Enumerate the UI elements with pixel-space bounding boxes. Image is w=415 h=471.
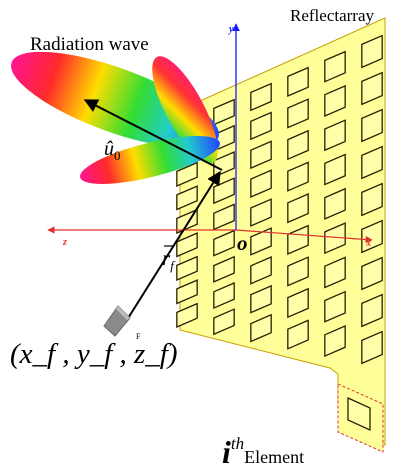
array-element — [250, 198, 272, 227]
array-element — [287, 224, 309, 255]
array-element — [287, 161, 309, 192]
array-element — [176, 161, 198, 187]
array-element — [324, 153, 346, 186]
array-element — [176, 302, 198, 328]
array-element — [213, 177, 235, 205]
lobe-main — [11, 51, 219, 149]
x-axis — [235, 229, 373, 244]
array-element — [361, 256, 383, 291]
ith-index: i — [222, 434, 231, 470]
array-element — [250, 169, 272, 199]
array-element — [361, 182, 383, 217]
vectors — [83, 99, 223, 324]
array-element — [361, 71, 383, 106]
array-element — [176, 279, 198, 305]
array-element — [176, 232, 198, 258]
array-element — [287, 287, 309, 319]
reflectarray-label: Reflectarray — [290, 6, 374, 25]
array-element — [250, 256, 272, 285]
feed-coordinates-label: (x_f , y_f , z_f) — [10, 338, 178, 370]
array-element — [287, 98, 309, 129]
r-vec-label: rf — [162, 246, 176, 273]
array-element — [213, 308, 235, 336]
array-element — [287, 66, 309, 97]
array-element — [287, 319, 309, 350]
svg-labels: y z x o û0 rf F — [62, 24, 371, 341]
reflectarray-panel — [176, 17, 386, 447]
axis-y-label: y — [228, 24, 234, 35]
array-element — [324, 119, 346, 152]
array-element — [176, 255, 198, 281]
array-element — [324, 84, 346, 117]
array-element — [287, 256, 309, 287]
array-element — [213, 203, 235, 231]
array-element — [176, 185, 198, 211]
rf-vector — [124, 170, 221, 324]
feed-label: F — [136, 332, 141, 341]
feed-horn-icon — [103, 305, 131, 337]
axis-z-label: z — [62, 237, 67, 248]
array-element — [250, 111, 272, 141]
array-element — [361, 108, 383, 143]
ith-element-highlight — [337, 383, 384, 453]
array-element — [287, 129, 309, 161]
array-element — [250, 313, 272, 343]
array-element — [213, 282, 235, 310]
array-element — [324, 222, 346, 255]
radiation-lobes — [11, 51, 220, 184]
axis-x-label: x — [365, 238, 371, 249]
ith-element-label: ithElement — [222, 434, 304, 471]
element-grid — [176, 34, 383, 365]
radiation-wave-label: Radiation wave — [30, 34, 149, 55]
axes — [47, 23, 373, 244]
feed-horn — [103, 305, 131, 337]
array-element — [250, 284, 272, 314]
u0-vector — [83, 99, 223, 171]
panel-body — [179, 17, 386, 447]
array-element — [324, 187, 346, 220]
array-element — [213, 229, 235, 257]
element-word: Element — [244, 447, 305, 467]
lobe-lower — [80, 136, 220, 184]
array-element — [287, 193, 309, 224]
array-element — [213, 98, 235, 126]
array-element — [361, 34, 383, 69]
array-element — [361, 145, 383, 180]
ith-element-patch — [347, 396, 371, 432]
array-element — [361, 293, 383, 328]
array-element — [361, 330, 383, 365]
array-element — [250, 227, 272, 256]
array-element — [324, 50, 346, 83]
u-hat-label: û0 — [104, 138, 121, 163]
array-element — [324, 256, 346, 289]
array-element — [250, 140, 272, 170]
origin-label: o — [237, 231, 248, 255]
ith-sup: th — [230, 434, 245, 453]
array-element — [324, 325, 346, 358]
array-element — [213, 255, 235, 283]
array-element — [250, 82, 272, 112]
array-element — [324, 290, 346, 323]
